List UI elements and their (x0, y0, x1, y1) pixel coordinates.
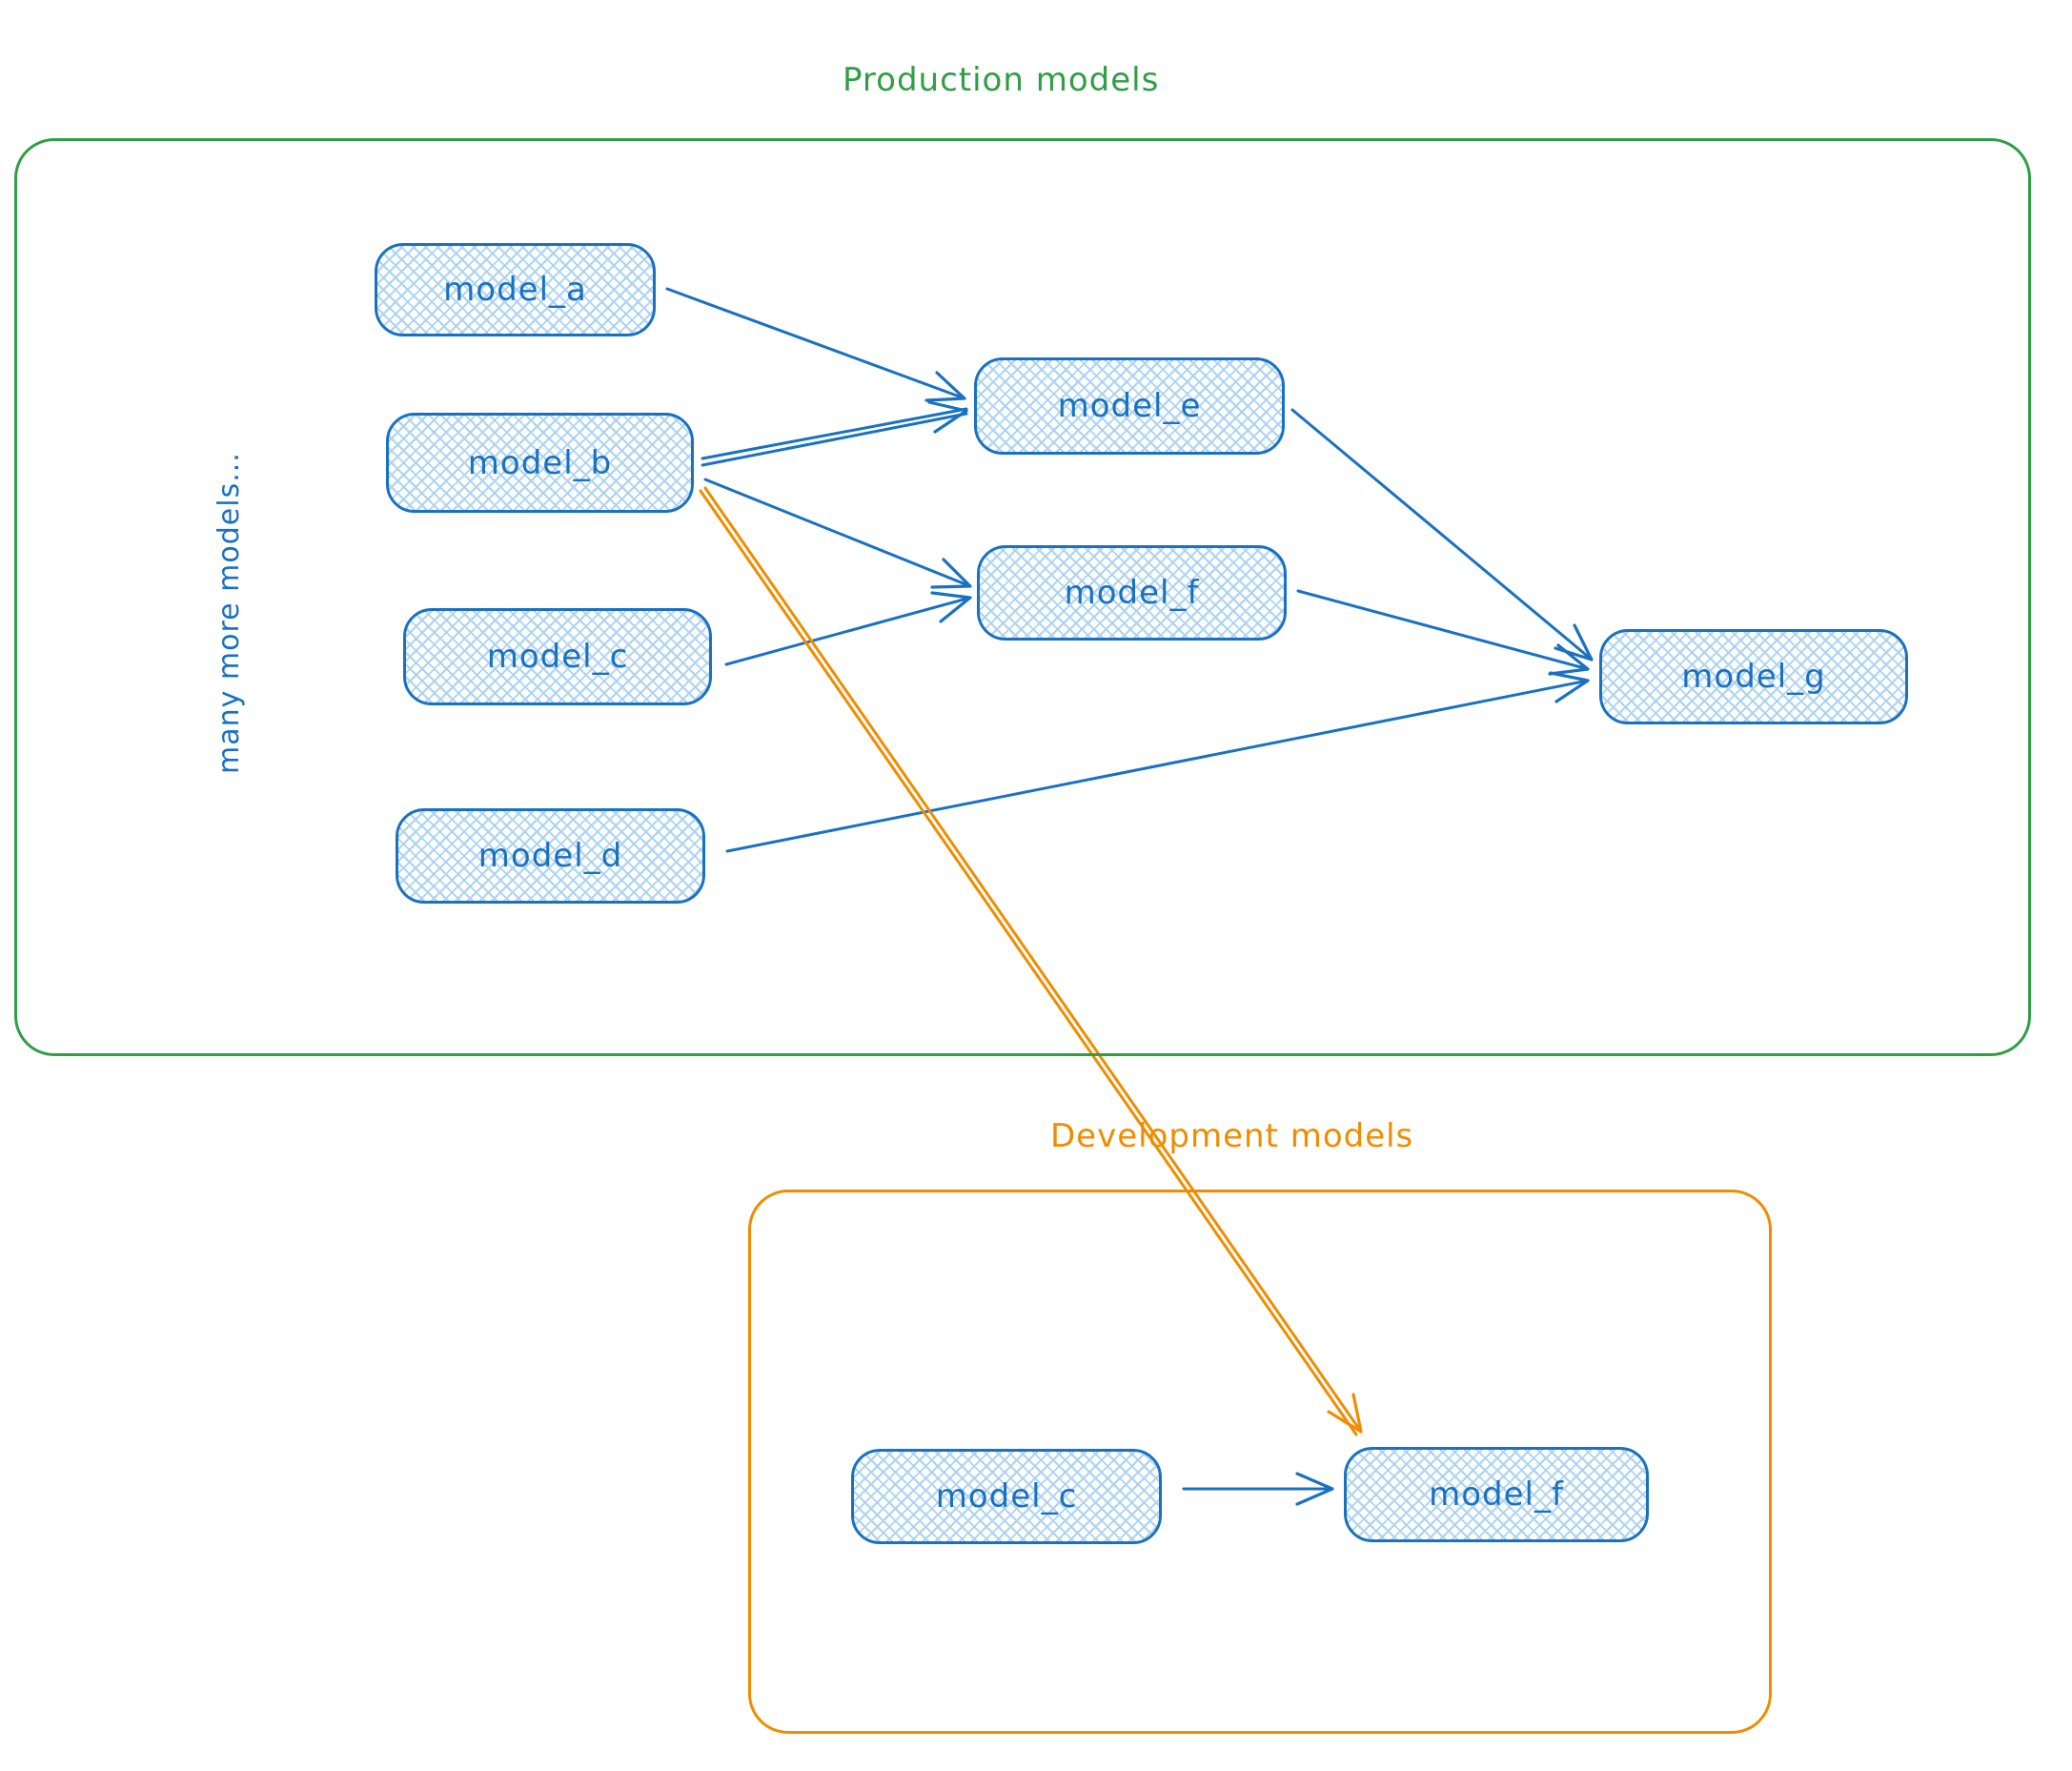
arrowhead (924, 371, 966, 402)
arrowhead (930, 591, 972, 623)
edge-model_b-to-model_f[interactable] (703, 478, 972, 589)
production-frame-title[interactable]: Production models (843, 61, 1160, 99)
edge-model_c-to-model_f[interactable] (724, 591, 972, 666)
node-model-g[interactable]: model_g (1599, 629, 1908, 724)
node-dev-model-f[interactable]: model_f (1344, 1447, 1649, 1542)
arrowhead (1295, 1472, 1334, 1506)
node-model-c[interactable]: model_c (403, 608, 712, 705)
edge-model_f-to-model_g[interactable] (1296, 589, 1590, 676)
node-model-e[interactable]: model_e (974, 357, 1285, 455)
development-frame[interactable] (748, 1190, 1772, 1734)
node-model-a[interactable]: model_a (375, 243, 656, 336)
development-frame-title[interactable]: Development models (1050, 1117, 1414, 1155)
edge-model_a-to-model_e[interactable] (665, 287, 966, 402)
node-model-g-label: model_g (1681, 658, 1826, 696)
arrowhead (1327, 1393, 1363, 1434)
edge-model_d-to-model_g[interactable] (725, 671, 1590, 853)
edge-model_b-to-dev_model_f[interactable] (699, 486, 1363, 1436)
many-more-models-note[interactable]: many more models... (213, 452, 246, 774)
node-model-e-label: model_e (1057, 387, 1202, 425)
node-model-b-label: model_b (467, 443, 613, 482)
arrowhead (1548, 643, 1590, 676)
node-dev-model-c-label: model_c (935, 1477, 1078, 1516)
edge-model_b-to-model_e[interactable] (701, 400, 968, 467)
node-model-b[interactable]: model_b (386, 413, 694, 513)
node-model-f[interactable]: model_f (977, 545, 1287, 641)
arrowhead (927, 400, 968, 434)
arrowhead (930, 558, 972, 589)
node-model-d[interactable]: model_d (396, 808, 705, 904)
node-model-f-label: model_f (1064, 574, 1200, 612)
node-model-d-label: model_d (477, 837, 623, 875)
node-model-c-label: model_c (486, 638, 629, 676)
node-model-a-label: model_a (443, 271, 587, 309)
node-dev-model-f-label: model_f (1429, 1476, 1564, 1514)
node-dev-model-c[interactable]: model_c (851, 1449, 1162, 1544)
arrowhead (1549, 671, 1590, 703)
edge-dev_model_c-to-dev_model_f[interactable] (1182, 1472, 1334, 1506)
production-frame[interactable] (14, 138, 2031, 1056)
